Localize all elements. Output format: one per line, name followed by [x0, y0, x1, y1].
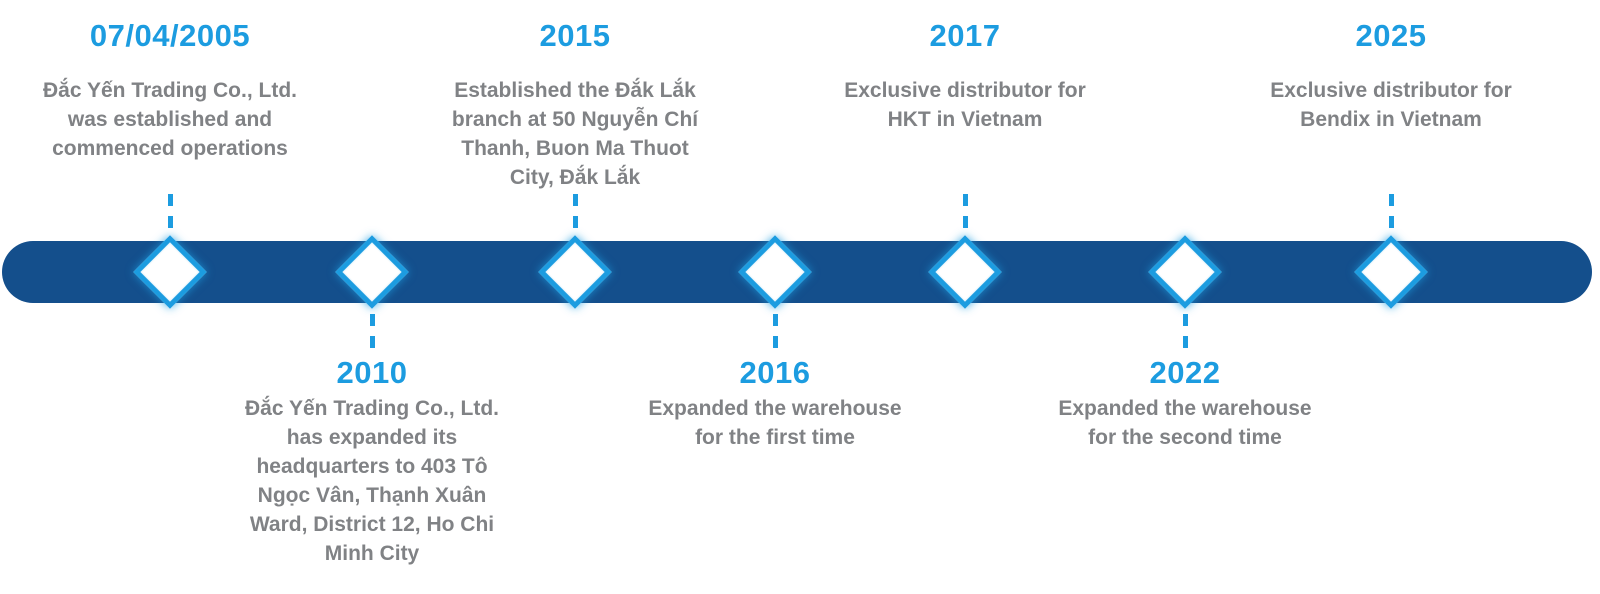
- milestone-year: 2015: [539, 18, 611, 53]
- milestone-2016: 2016 Expanded the warehouse for the firs…: [595, 0, 955, 594]
- milestone-year: 2022: [1149, 355, 1221, 390]
- milestone-2005: 07/04/2005 Đắc Yến Trading Co., Ltd. was…: [0, 0, 350, 594]
- milestone-description: Exclusive distributor for Bendix in Viet…: [1270, 79, 1512, 131]
- milestone-year: 2017: [929, 18, 1001, 53]
- milestone-year: 2016: [739, 355, 811, 390]
- diamond-marker-icon: [1354, 235, 1428, 309]
- milestone-description: Expanded the warehouse for the second ti…: [1058, 397, 1312, 449]
- milestone-2022: 2022 Expanded the warehouse for the seco…: [1005, 0, 1365, 594]
- milestone-description: Exclusive distributor for HKT in Vietnam: [844, 79, 1086, 131]
- milestone-2015: 2015 Established the Đắk Lắk branch at 5…: [395, 0, 755, 594]
- milestone-description: Đắc Yến Trading Co., Ltd. was establishe…: [43, 79, 297, 160]
- milestone-2017: 2017 Exclusive distributor for HKT in Vi…: [785, 0, 1145, 594]
- milestone-2025: 2025 Exclusive distributor for Bendix in…: [1211, 0, 1571, 594]
- milestone-2010: 2010 Đắc Yến Trading Co., Ltd. has expan…: [192, 0, 552, 594]
- diamond-marker-icon: [928, 235, 1002, 309]
- milestone-description: Đắc Yến Trading Co., Ltd. has expanded i…: [245, 397, 499, 565]
- milestone-year: 2010: [336, 355, 408, 390]
- dashed-connector-line: [772, 314, 778, 352]
- milestone-description: Established the Đắk Lắk branch at 50 Ngu…: [451, 79, 699, 189]
- dashed-connector-line: [572, 194, 578, 236]
- dashed-connector-line: [1182, 314, 1188, 352]
- dashed-connector-line: [1388, 194, 1394, 236]
- milestone-description: Expanded the warehouse for the first tim…: [648, 397, 902, 449]
- dashed-connector-line: [369, 314, 375, 352]
- dashed-connector-line: [962, 194, 968, 236]
- milestone-year: 2025: [1355, 18, 1427, 53]
- milestone-year: 07/04/2005: [89, 18, 251, 53]
- dashed-connector-line: [167, 194, 173, 236]
